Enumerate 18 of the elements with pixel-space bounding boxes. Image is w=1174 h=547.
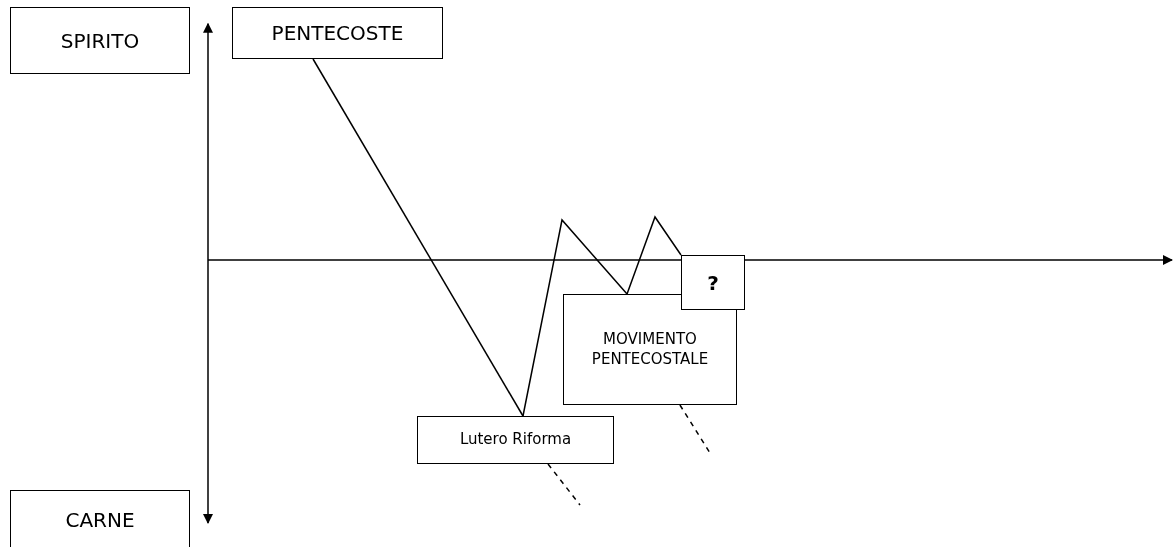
box-label: ? bbox=[707, 269, 719, 296]
box-label: SPIRITO bbox=[60, 27, 140, 54]
arrow bbox=[203, 22, 213, 524]
label-box bbox=[10, 490, 190, 547]
dashed-line bbox=[679, 404, 711, 454]
line bbox=[522, 218, 628, 417]
label-box bbox=[563, 294, 737, 405]
line bbox=[312, 58, 524, 417]
label-box bbox=[10, 7, 190, 74]
label-box bbox=[417, 416, 614, 464]
box-label: PENTECOSTE bbox=[271, 20, 404, 46]
line bbox=[626, 215, 682, 295]
dashed-line bbox=[547, 463, 581, 506]
label-box bbox=[232, 7, 443, 59]
label-box bbox=[681, 255, 745, 310]
box-label: CARNE bbox=[65, 507, 135, 533]
box-label: MOVIMENTO PENTECOSTALE bbox=[590, 330, 710, 369]
box-label: Lutero Riforma bbox=[459, 430, 572, 450]
